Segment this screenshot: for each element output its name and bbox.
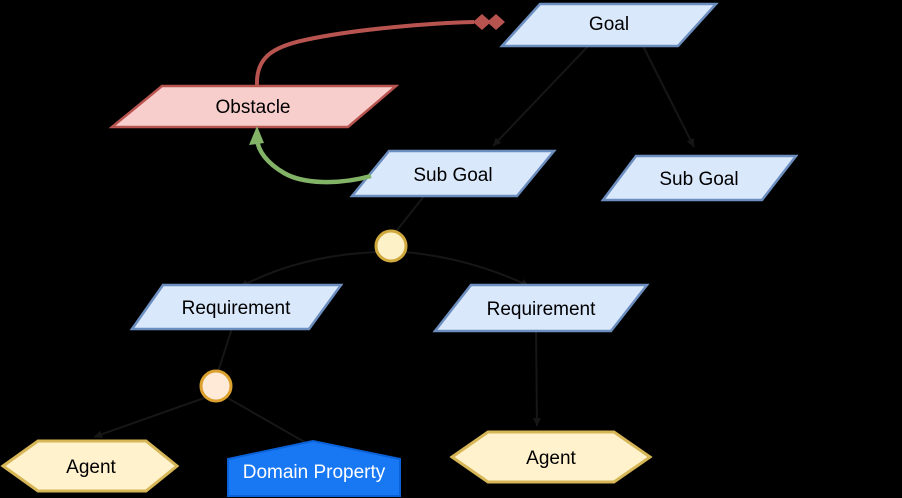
edge-requirement2-agent-right [532,326,541,427]
edge-goal-subgoal1 [492,41,593,147]
subgoal2-node [600,154,799,202]
requirement1-label: Requirement [182,298,291,319]
resolution-edge-line [254,138,372,185]
obstacle-label: Obstacle [216,97,291,118]
edge-andnode2-domain-property [225,396,309,445]
domain-property-node [227,439,401,497]
obstruction-edge-line [254,20,475,86]
edge-goal-subgoal2 [641,43,695,148]
and-refinement-node-upper [374,229,408,263]
obstruction-diamond-1 [473,14,491,30]
requirement2-label: Requirement [487,299,596,320]
goal-node [499,2,719,48]
subgoal1-node [349,149,557,198]
subgoal2-label: Sub Goal [659,169,738,190]
goal-label: Goal [589,14,629,35]
agent-left-label: Agent [66,457,116,478]
edge-andnode-requirement2 [404,251,530,287]
agent-left-node [0,439,180,493]
edge-requirement1-andnode2 [217,324,234,373]
domain-property-label: Domain Property [243,462,386,483]
requirement1-node [129,283,344,331]
edge-andnode2-agent-left [93,396,208,439]
agent-right-label: Agent [526,448,576,469]
resolution-edge [249,126,372,185]
edge-subgoal1-andnode [393,190,429,235]
agent-right-node [449,430,653,484]
and-refinement-node-lower [199,369,233,403]
obstruction-diamond-2 [487,14,505,30]
resolution-arrowhead [249,126,264,145]
refinement-edges [93,41,695,445]
requirement2-node [432,283,650,333]
edge-andnode-requirement1 [239,251,379,288]
obstruction-edge [254,14,505,86]
obstacle-node [108,84,400,129]
subgoal1-label: Sub Goal [413,165,492,186]
